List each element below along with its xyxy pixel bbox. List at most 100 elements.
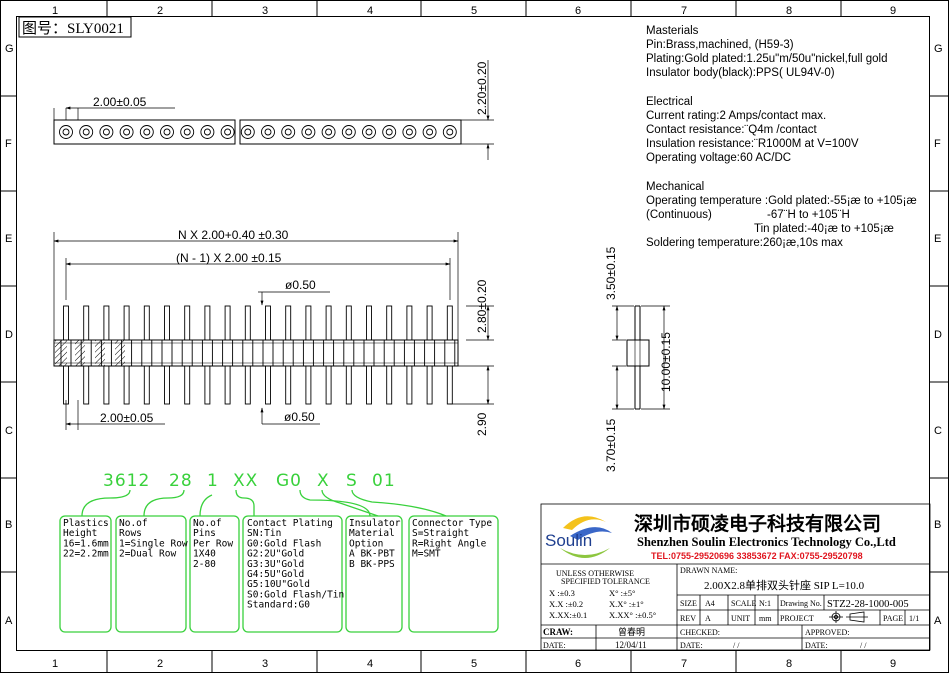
contact-hole (261, 125, 275, 139)
materials-line: Insulator body(black):PPS( UL94V-0) (646, 67, 835, 79)
contact-hole-inner (143, 128, 151, 136)
pin (403, 305, 415, 405)
front-view: N X 2.00+0.40 ±0.30 (N - 1) X 2.00 ±0.15… (53, 228, 494, 436)
contact-hole (160, 125, 174, 139)
code-option-title: Plastics (63, 518, 109, 529)
contact-hole (220, 125, 235, 139)
frame-row-label: A (5, 615, 13, 627)
dim-pitch-bottom: 2.00±0.05 (100, 411, 154, 425)
approved-label: APPROVED: (805, 628, 849, 637)
contact-hole-inner (82, 128, 90, 136)
unit-label: UNIT (731, 614, 750, 623)
contact-hole-inner (102, 128, 110, 136)
pin (201, 305, 213, 405)
code-option-title: No.of (119, 518, 148, 529)
contact-hole-inner (203, 128, 211, 136)
electrical-line: Current rating:2 Amps/contact max. (646, 110, 826, 122)
code-option-line: G2:2U"Gold (247, 549, 304, 560)
inner-border (16, 16, 930, 651)
contact-hole (99, 125, 114, 139)
pin (222, 305, 234, 405)
code-option-title: Connector Type (412, 518, 492, 529)
code-option-line: S0:Gold Flash/Tin (247, 589, 344, 600)
contact-hole (402, 125, 417, 139)
date-value: 12/04/11 (615, 640, 647, 650)
dim-height-top: 2.20±0.20 (475, 61, 489, 115)
frame-row-label: B (5, 519, 12, 531)
dim-diameter-bottom: ø0.50 (284, 410, 315, 424)
code-option-line: SN:Tin (247, 528, 281, 539)
dim-side-bottom: 3.70±0.15 (604, 418, 618, 472)
frame-row-label: C (5, 425, 13, 437)
pin (302, 305, 314, 405)
code-option-line: Per Row (193, 538, 233, 549)
contact-hole (79, 125, 94, 139)
mechanical-line: -67¨H to +105¨H (767, 209, 850, 221)
rev-label: REV (680, 614, 696, 623)
code-option-line: S=Straight (412, 528, 469, 539)
frame-column-label: 9 (890, 5, 896, 17)
title-block (540, 503, 931, 651)
contact-hole-inner (365, 128, 373, 136)
tolerance-linear: X.X :±0.2 (549, 599, 583, 609)
contact-hole-inner (183, 128, 191, 136)
craw-label: CRAW: (543, 627, 573, 637)
tolerance-subtitle: SPECIFIED TOLERANCE (561, 577, 650, 586)
contact-hole-inner (163, 128, 171, 136)
dim-side-overall: 10.00±0.15 (659, 332, 673, 392)
frame-column-label: 3 (262, 5, 268, 17)
code-option-line: Option (349, 538, 383, 549)
contact-hole (59, 125, 73, 139)
date-label: DATE: (543, 641, 566, 650)
contact-hole (442, 125, 457, 139)
frame-row-label: F (5, 138, 12, 150)
top-strip-left (53, 119, 236, 145)
craw-name: 曾春明 (618, 626, 645, 637)
tolerance-linear: X :±0.3 (549, 588, 575, 598)
frame-row-label: G (934, 43, 943, 55)
materials-title: Masterials (646, 25, 699, 37)
contact-hole (362, 125, 376, 139)
code-option-line: 1=Single Row (119, 538, 188, 549)
drawn-name-label: DRAWN NAME: (680, 566, 737, 575)
tolerance-title: UNLESS OTHERWISE (556, 569, 634, 578)
top-contact-holes (59, 125, 457, 139)
checked-label: CHECKED: (680, 628, 720, 637)
contact-hole (422, 125, 437, 139)
contact-hole-inner (325, 128, 333, 136)
dim-diameter-top: ø0.50 (285, 278, 316, 292)
code-option-line: 22=2.2mm (63, 549, 109, 560)
materials-line: Pin:Brass,machined, (H59-3) (646, 39, 794, 51)
contact-hole-inner (244, 128, 252, 136)
code-suffix: 01 (372, 471, 396, 491)
pin (262, 305, 274, 405)
code-option-title: Contact Plating (247, 518, 333, 529)
specifications: Masterials Pin:Brass,machined, (H59-3) P… (646, 25, 917, 249)
pin (444, 305, 456, 405)
frame-column-label: 9 (890, 658, 896, 670)
code-option-line: Standard:G0 (247, 600, 310, 611)
dim-tail-length: 2.90 (475, 412, 489, 436)
frame-column-label: 5 (471, 5, 477, 17)
mechanical-line: Tin plated:-40¡æ to +105¡æ (754, 223, 894, 235)
pin (343, 305, 355, 405)
code-option-title: No.of (193, 518, 222, 529)
contact-hole-inner (426, 128, 434, 136)
code-option-line: Material (349, 528, 395, 539)
electrical-line: Contact resistance:¨Q4m /contact (646, 124, 817, 136)
code-option-title: Insulator (349, 518, 401, 529)
company-name-en: Shenzhen Soulin Electronics Technology C… (637, 535, 896, 549)
contact-hole-inner (345, 128, 353, 136)
materials-line: Plating:Gold plated:1.25u"m/50u"nickel,f… (646, 53, 888, 65)
figure-no: 图号：SLY0021 (22, 20, 124, 37)
size-label: SIZE (680, 599, 697, 608)
frame-column-label: 8 (786, 5, 792, 17)
code-option-line: 16=1.6mm (63, 538, 109, 549)
title-block-content: Soulin 深圳市硕凌电子科技有限公司 Shenzhen Soulin Ele… (543, 512, 919, 650)
page-value: 1/1 (909, 614, 919, 623)
rev-value: A (705, 614, 711, 623)
electrical-title: Electrical (646, 96, 693, 108)
